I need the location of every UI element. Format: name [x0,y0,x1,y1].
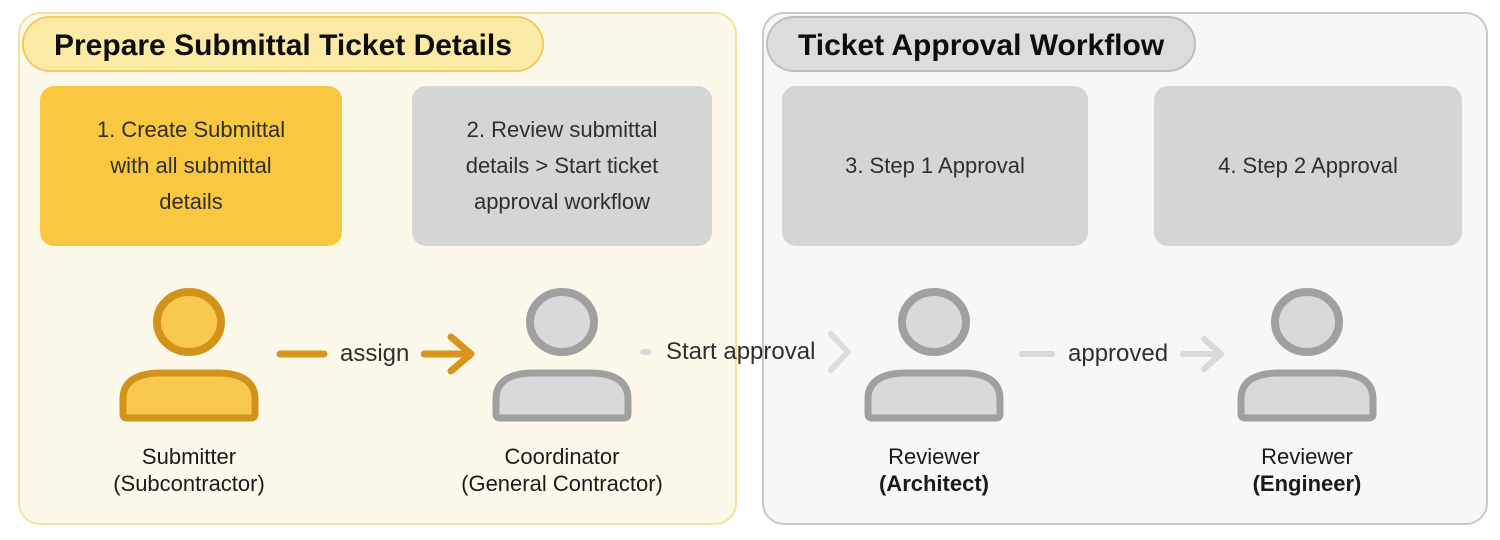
actor-role: Submitter [141,444,237,469]
dash-icon [640,349,652,355]
step-text-line: 4. Step 2 Approval [1218,153,1398,178]
person-icon [119,288,259,422]
person-icon [1237,288,1377,422]
start-approval-label: Start approval [666,338,816,365]
start-approval-connector: Start approval [638,328,853,376]
step-2-review-submittal: 2. Review submittal details > Start tick… [412,86,712,246]
step-text-line: 1. Create Submittal [96,117,286,142]
right-arrow-icon [421,333,475,375]
actor-org: (Engineer) [1252,471,1362,496]
panel-title-prepare: Prepare Submittal Ticket Details [22,16,544,72]
assign-label: assign [340,340,410,367]
step-4-step2-approval: 4. Step 2 Approval [1154,86,1462,246]
step-text-line: details > Start ticket [465,153,659,178]
actor-role: Reviewer [888,444,980,469]
step-text-line: details [159,189,223,214]
dash-icon [276,350,328,358]
actor-org: (General Contractor) [461,471,663,496]
actor-org: (Subcontractor) [113,471,265,496]
actor-role: Coordinator [504,444,620,469]
approved-connector: approved [1018,330,1226,378]
person-icon [864,288,1004,422]
person-icon [492,288,632,422]
approved-label: approved [1068,340,1169,367]
actor-submitter: Submitter (Subcontractor) [59,284,319,497]
dash-icon [1019,351,1055,357]
actor-role: Reviewer [1261,444,1353,469]
step-3-step1-approval: 3. Step 1 Approval [782,86,1088,246]
actor-reviewer-architect: Reviewer (Architect) [804,284,1064,497]
actor-reviewer-engineer: Reviewer (Engineer) [1177,284,1437,497]
actor-coordinator: Coordinator (General Contractor) [432,284,692,497]
right-arrow-icon [1180,336,1225,372]
step-text-line: 3. Step 1 Approval [845,153,1025,178]
step-text-line: 2. Review submittal [466,117,658,142]
step-text-line: approval workflow [473,189,651,214]
panel-ticket-approval: Ticket Approval Workflow 3. Step 1 Appro… [762,12,1488,525]
actor-org: (Architect) [878,471,989,496]
panel-prepare-submittal: Prepare Submittal Ticket Details 1. Crea… [18,12,737,525]
step-text-line: with all submittal [110,153,272,178]
step-1-create-submittal: 1. Create Submittal with all submittal d… [40,86,342,246]
assign-connector: assign [276,330,477,378]
chevron-right-icon [828,331,852,373]
panel-title-approval: Ticket Approval Workflow [766,16,1197,72]
